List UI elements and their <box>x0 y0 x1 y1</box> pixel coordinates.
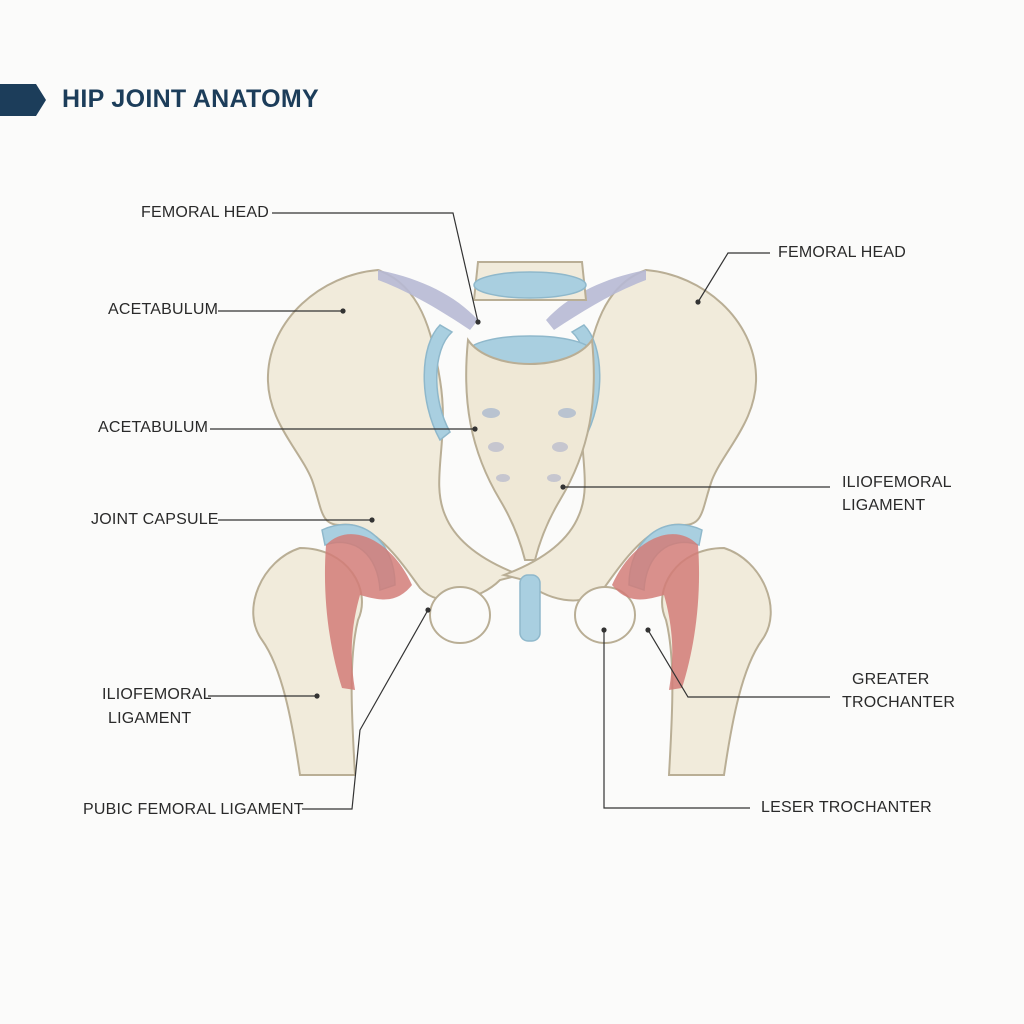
label-acetabulum-lower: ACETABULUM <box>98 419 209 436</box>
label-greater-trochanter-line2: TROCHANTER <box>842 694 956 711</box>
leader-dot <box>645 627 651 633</box>
sacral-foramen <box>558 408 576 418</box>
leader-dot <box>475 319 481 325</box>
leader-leser-trochanter <box>603 630 750 809</box>
label-iliofemoral-right-line2: LIGAMENT <box>842 497 926 514</box>
leader-dot <box>425 607 431 613</box>
right-joint-capsule <box>612 534 700 690</box>
label-iliofemoral-right-line1: ILIOFEMORAL <box>842 474 952 491</box>
left-joint-capsule <box>324 534 412 690</box>
leader-dot <box>369 517 375 523</box>
leader-femoral-head-left <box>272 212 479 323</box>
leader-dot <box>601 627 607 633</box>
left-si-joint <box>423 324 454 442</box>
left-crest-shade <box>378 270 478 330</box>
leader-dot <box>472 426 478 432</box>
right-obturator-foramen <box>574 586 636 644</box>
label-joint-capsule: JOINT CAPSULE <box>91 511 219 528</box>
label-leser-trochanter: LESER TROCHANTER <box>761 799 932 816</box>
sacral-foramen <box>496 474 510 482</box>
sacral-foramen <box>552 442 568 452</box>
sacral-foramen <box>482 408 500 418</box>
leader-pubic-femoral <box>302 609 429 810</box>
leader-dot <box>695 299 701 305</box>
title-flag-icon <box>0 84 46 116</box>
leader-greater-trochanter <box>647 629 830 698</box>
pubic-symphysis <box>519 574 541 642</box>
leader-dot <box>560 484 566 490</box>
label-femoral-head-right: FEMORAL HEAD <box>778 244 907 261</box>
label-pubic-femoral-ligament: PUBIC FEMORAL LIGAMENT <box>83 801 304 818</box>
sacral-foramen <box>488 442 504 452</box>
right-crest-shade <box>546 270 646 330</box>
sacral-foramen <box>547 474 561 482</box>
sacrum <box>465 337 595 561</box>
label-iliofemoral-left-line1: ILIOFEMORAL <box>102 686 212 703</box>
leader-femoral-head-right <box>697 252 770 303</box>
label-femoral-head-left: FEMORAL HEAD <box>141 204 270 221</box>
label-iliofemoral-left-line2: LIGAMENT <box>108 710 192 727</box>
leader-dot <box>340 308 346 314</box>
intervertebral-disc-top <box>473 271 587 299</box>
page-title: HIP JOINT ANATOMY <box>62 85 319 113</box>
label-acetabulum-upper: ACETABULUM <box>108 301 219 318</box>
left-obturator-foramen <box>429 586 491 644</box>
leader-dot <box>314 693 320 699</box>
label-greater-trochanter-line1: GREATER <box>852 671 930 688</box>
